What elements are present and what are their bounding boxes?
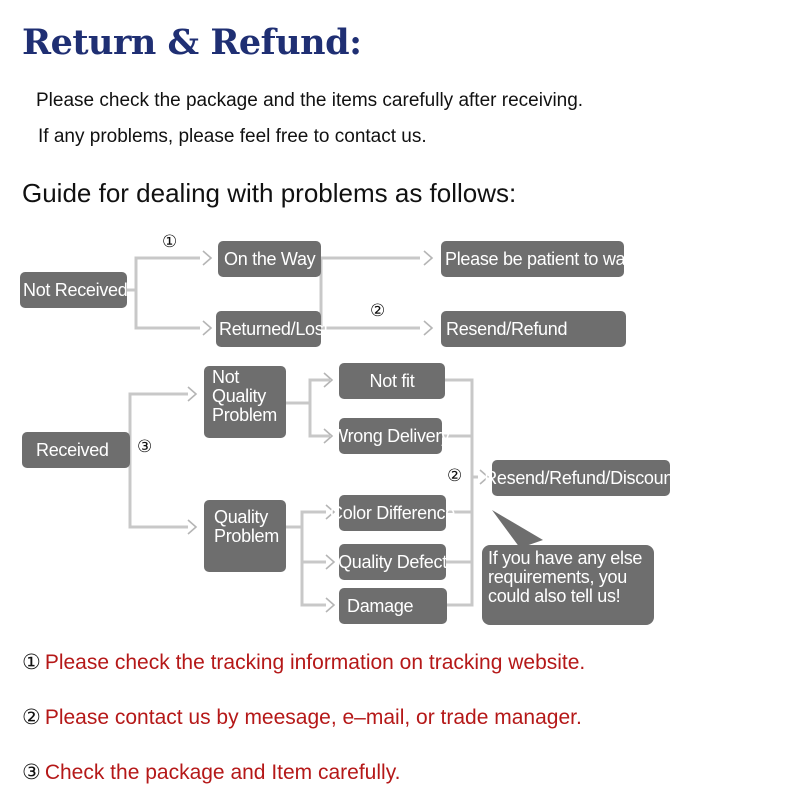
connector-received — [128, 392, 188, 449]
box-quality-problem: Quality Problem — [204, 500, 286, 572]
arrowhead-be-patient — [423, 250, 434, 266]
note-2-marker: ② — [22, 705, 41, 729]
box-resend-refund-discount: Resend/Refund/Discount — [484, 460, 678, 496]
box-on-the-way: On the Way — [218, 241, 321, 277]
box-quality-defect: Quality Defect — [338, 544, 447, 580]
arrowhead-wrong-delivery — [323, 428, 334, 444]
note-2-text: Please contact us by meesage, e–mail, or… — [44, 706, 582, 729]
connector-notfit-right — [445, 378, 474, 607]
box-not-quality-problem: Not Quality Problem — [204, 366, 286, 438]
arrowhead-returned-lost — [202, 320, 213, 336]
box-not-fit: Not fit — [339, 363, 445, 399]
connector-quality-damage — [300, 562, 326, 607]
connector-received-quality — [128, 449, 188, 529]
note-1-text: Please check the tracking information on… — [44, 651, 586, 674]
box-received: Received — [22, 432, 130, 468]
arrowhead-not-fit — [323, 372, 334, 388]
box-returned-lost: Returned/Lost — [216, 311, 328, 347]
intro-line-1: Please check the package and the items c… — [36, 90, 584, 111]
box-damage: Damage — [339, 588, 447, 624]
marker-3: ③ — [137, 437, 153, 457]
box-be-patient: Please be patient to wait — [441, 241, 634, 277]
connector-not-received-lost — [134, 290, 200, 330]
box-resend-refund: Resend/Refund — [441, 311, 626, 347]
connector-not-received — [127, 256, 200, 292]
connector-quality-defect — [300, 512, 326, 564]
arrowhead-quality — [187, 519, 198, 535]
arrowhead-quality-defect — [325, 554, 336, 570]
box-not-received: Not Received — [20, 272, 128, 308]
note-1-marker: ① — [22, 650, 41, 674]
guide-heading: Guide for dealing with problems as follo… — [22, 178, 517, 208]
marker-2-top: ② — [370, 301, 386, 321]
connector-quality — [286, 510, 326, 529]
note-3-marker: ③ — [22, 760, 41, 784]
arrowhead-resend-refund — [423, 320, 434, 336]
intro-line-2: If any problems, please feel free to con… — [38, 126, 427, 147]
note-3-text: Check the package and Item carefully. — [44, 761, 401, 784]
connector-not-quality — [286, 378, 330, 405]
arrowhead-damage — [325, 597, 336, 613]
arrowhead-not-quality — [187, 386, 198, 402]
marker-1: ① — [162, 232, 178, 252]
marker-2-bottom: ② — [447, 466, 463, 486]
arrowhead-color-difference — [325, 504, 336, 520]
connector-not-quality-wrong — [308, 403, 330, 438]
page-title: Return & Refund: — [22, 22, 362, 63]
box-color-difference: Color Difference — [330, 495, 455, 531]
box-wrong-delivery: Wrong Delivery — [331, 418, 450, 454]
connector-on-the-way — [319, 256, 420, 260]
arrowhead-discount — [479, 469, 490, 485]
speech-bubble-else-requirements: If you have any else requirements, you c… — [482, 545, 654, 625]
speech-bubble-pointer — [492, 510, 543, 548]
arrowhead-on-the-way — [202, 250, 213, 266]
